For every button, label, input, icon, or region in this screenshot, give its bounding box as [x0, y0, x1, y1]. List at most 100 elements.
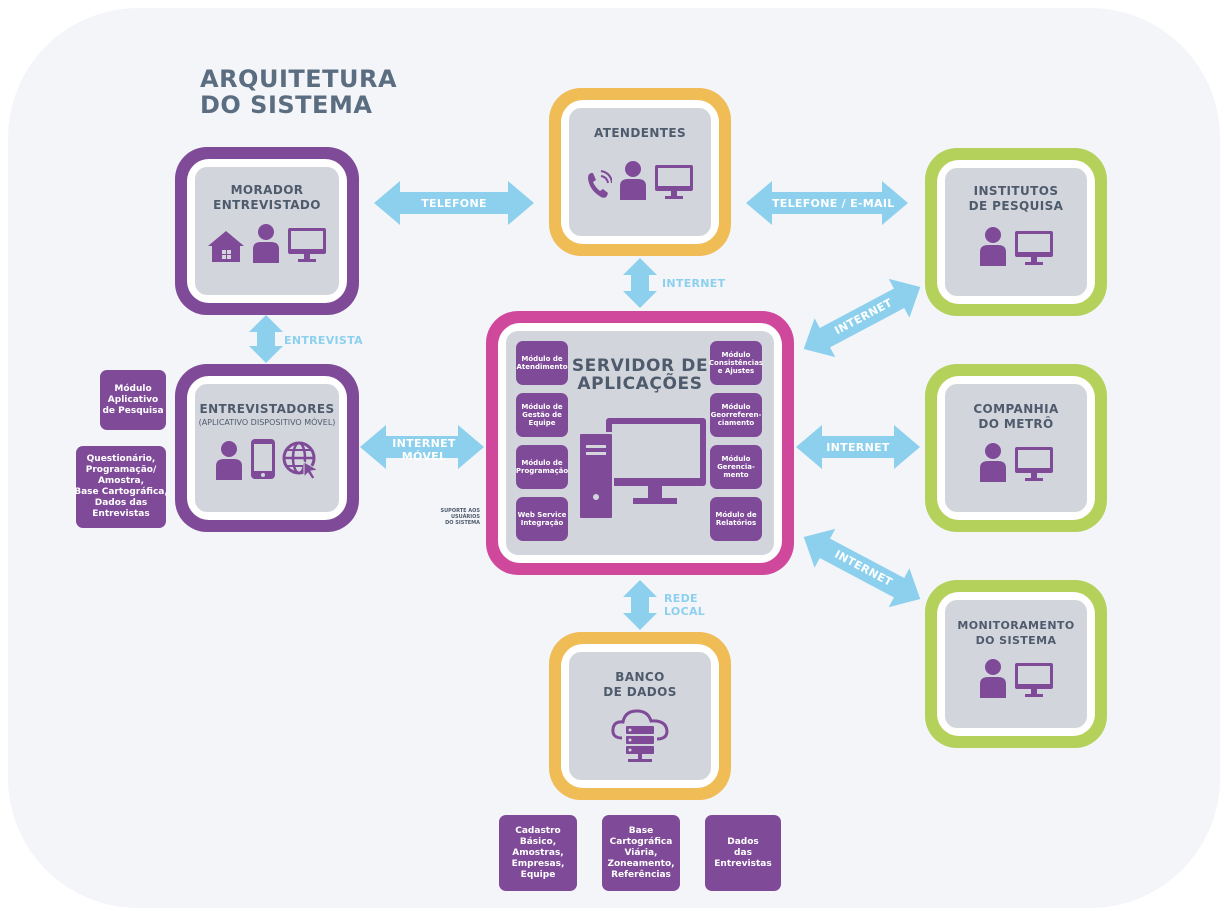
- node-morador-entrevistado: MORADOR ENTREVISTADO: [175, 147, 359, 315]
- node-institutos-line-1: INSTITUTOS: [973, 184, 1059, 198]
- tag-questionario-line-4: Base Cartográfica,: [74, 487, 168, 497]
- server-module-right-4-line-2: Relatórios: [715, 519, 757, 527]
- tag-modulo-line-1: Módulo: [114, 383, 152, 394]
- node-monitoramento-line-1: MONITORAMENTO: [957, 619, 1075, 632]
- node-morador-icons: [195, 223, 339, 263]
- arrow-internet-monitoramento: [803, 528, 921, 608]
- node-banco-icons: [569, 708, 711, 764]
- node-monitoramento-line-2: DO SISTEMA: [975, 634, 1057, 647]
- tag-dados-line-2: das: [734, 847, 752, 858]
- person-icon: [618, 160, 648, 200]
- server-module-right-4-line-1: Módulo de: [715, 511, 757, 519]
- node-institutos-line-2: DE PESQUISA: [968, 199, 1064, 213]
- arrow-internet-institutos: [803, 278, 921, 358]
- edge-label-internet-top: INTERNET: [662, 277, 726, 290]
- node-banco-line-1: BANCO: [615, 670, 665, 684]
- support-line-1: SUPORTE AOS: [440, 508, 481, 514]
- node-banco-line-2: DE DADOS: [603, 685, 677, 699]
- monitor-icon: [287, 227, 327, 263]
- node-atendentes: ATENDENTES: [549, 88, 731, 256]
- tag-cadastro-line-3: Amostras,: [512, 847, 564, 858]
- arrow-entrevista: [249, 315, 283, 363]
- edge-label-internet-movel-1: INTERNET: [392, 437, 456, 450]
- edge-label-internet-movel: INTERNET MÓVEL: [392, 437, 456, 463]
- server-module-left-2-line-1: Módulo de: [521, 403, 563, 411]
- tag-dados-line-3: Entrevistas: [714, 858, 772, 869]
- server-module-right-2-line-2: Georreferen-: [710, 411, 762, 419]
- edge-label-rede-local: REDE LOCAL: [664, 592, 705, 618]
- tag-modulo-aplicativo: Módulo Aplicativo de Pesquisa: [100, 370, 166, 430]
- arrow-internet-top: [623, 258, 657, 308]
- node-servidor-line-2: APLICAÇÕES: [577, 374, 703, 394]
- server-module-left-4-line-1: Web Service: [517, 511, 567, 519]
- monitor-icon: [1014, 230, 1054, 266]
- arrow-internet-movel: [360, 425, 484, 469]
- node-monitoramento-label: MONITORAMENTO DO SISTEMA: [945, 618, 1087, 648]
- node-banco-de-dados: BANCO DE DADOS: [549, 632, 731, 800]
- edge-label-telefone: TELEFONE: [421, 197, 487, 210]
- person-icon: [978, 658, 1008, 698]
- edge-label-rede-2: LOCAL: [664, 605, 706, 618]
- server-module-right-3-line-2: Gerencia-: [717, 463, 755, 471]
- tag-cadastro-line-2: Básico,: [519, 836, 557, 847]
- tag-cadastro-line-5: Equipe: [520, 869, 556, 880]
- node-monitoramento-icons: [945, 658, 1087, 698]
- tag-base-line-4: Zoneamento,: [607, 858, 675, 869]
- node-morador-label: MORADOR ENTREVISTADO: [195, 183, 339, 213]
- server-module-right-1-line-2: Consistências: [708, 359, 764, 367]
- node-atendentes-icons: [569, 160, 711, 200]
- edge-label-entrevista: ENTREVISTA: [284, 334, 363, 347]
- tag-base-line-2: Cartográfica: [609, 836, 673, 847]
- edge-label-internet-movel-2: MÓVEL: [401, 450, 447, 463]
- tag-cadastro-line-4: Empresas,: [511, 858, 565, 869]
- server-module-left-4-line-2: Integração: [520, 519, 564, 527]
- node-monitoramento-do-sistema: MONITORAMENTO DO SISTEMA: [925, 580, 1107, 748]
- node-companhia-icons: [945, 442, 1087, 482]
- node-companhia-line-1: COMPANHIA: [973, 402, 1059, 416]
- support-line-3: DO SISTEMA: [445, 520, 480, 526]
- house-icon: [207, 229, 245, 263]
- tag-cadastro: Cadastro Básico, Amostras, Empresas, Equ…: [499, 815, 577, 891]
- node-institutos-label: INSTITUTOS DE PESQUISA: [945, 184, 1087, 214]
- server-module-right-3-line-1: Módulo: [721, 455, 751, 463]
- person-icon: [214, 440, 244, 480]
- tag-questionario-line-5: Dados das: [94, 498, 148, 508]
- node-morador-line-1: MORADOR: [230, 183, 304, 197]
- tag-modulo-line-3: de Pesquisa: [102, 405, 164, 416]
- title-line-1: ARQUITETURA: [200, 65, 398, 93]
- tag-base-line-5: Referências: [611, 869, 671, 880]
- tag-questionario-line-2: Programação/: [85, 465, 157, 475]
- node-companhia-do-metro: COMPANHIA DO METRÔ: [925, 364, 1107, 532]
- server-module-right-1-line-3: e Ajustes: [717, 367, 755, 375]
- edge-label-internet-companhia: INTERNET: [826, 441, 890, 454]
- node-atendentes-label: ATENDENTES: [569, 126, 711, 141]
- node-entrevistadores-line-1: ENTREVISTADORES: [199, 402, 335, 416]
- node-entrevistadores-label: ENTREVISTADORES: [195, 402, 339, 417]
- smartphone-icon: [250, 438, 276, 480]
- web-cursor-icon: [282, 440, 320, 480]
- tag-questionario-line-1: Questionário,: [86, 454, 156, 464]
- server-module-right-2-line-1: Módulo: [721, 403, 751, 411]
- edge-label-rede-1: REDE: [664, 592, 698, 605]
- support-line-2: USUÁRIOS: [451, 514, 480, 520]
- node-companhia-line-2: DO METRÔ: [978, 417, 1054, 431]
- node-institutos-de-pesquisa: INSTITUTOS DE PESQUISA: [925, 148, 1107, 316]
- tag-base-cartografica: Base Cartográfica Viária, Zoneamento, Re…: [602, 815, 680, 891]
- server-module-right-2-line-3: ciamento: [717, 419, 755, 427]
- tag-base-line-3: Viária,: [624, 847, 658, 858]
- node-servidor-line-1: SERVIDOR DE: [571, 356, 709, 376]
- server-module-left-2-line-3: Equipe: [528, 419, 556, 427]
- node-banco-label: BANCO DE DADOS: [569, 670, 711, 700]
- desktop-computer-icon: [578, 417, 708, 523]
- node-atendentes-line-1: ATENDENTES: [593, 126, 686, 140]
- node-entrevistadores-icons: [195, 438, 339, 480]
